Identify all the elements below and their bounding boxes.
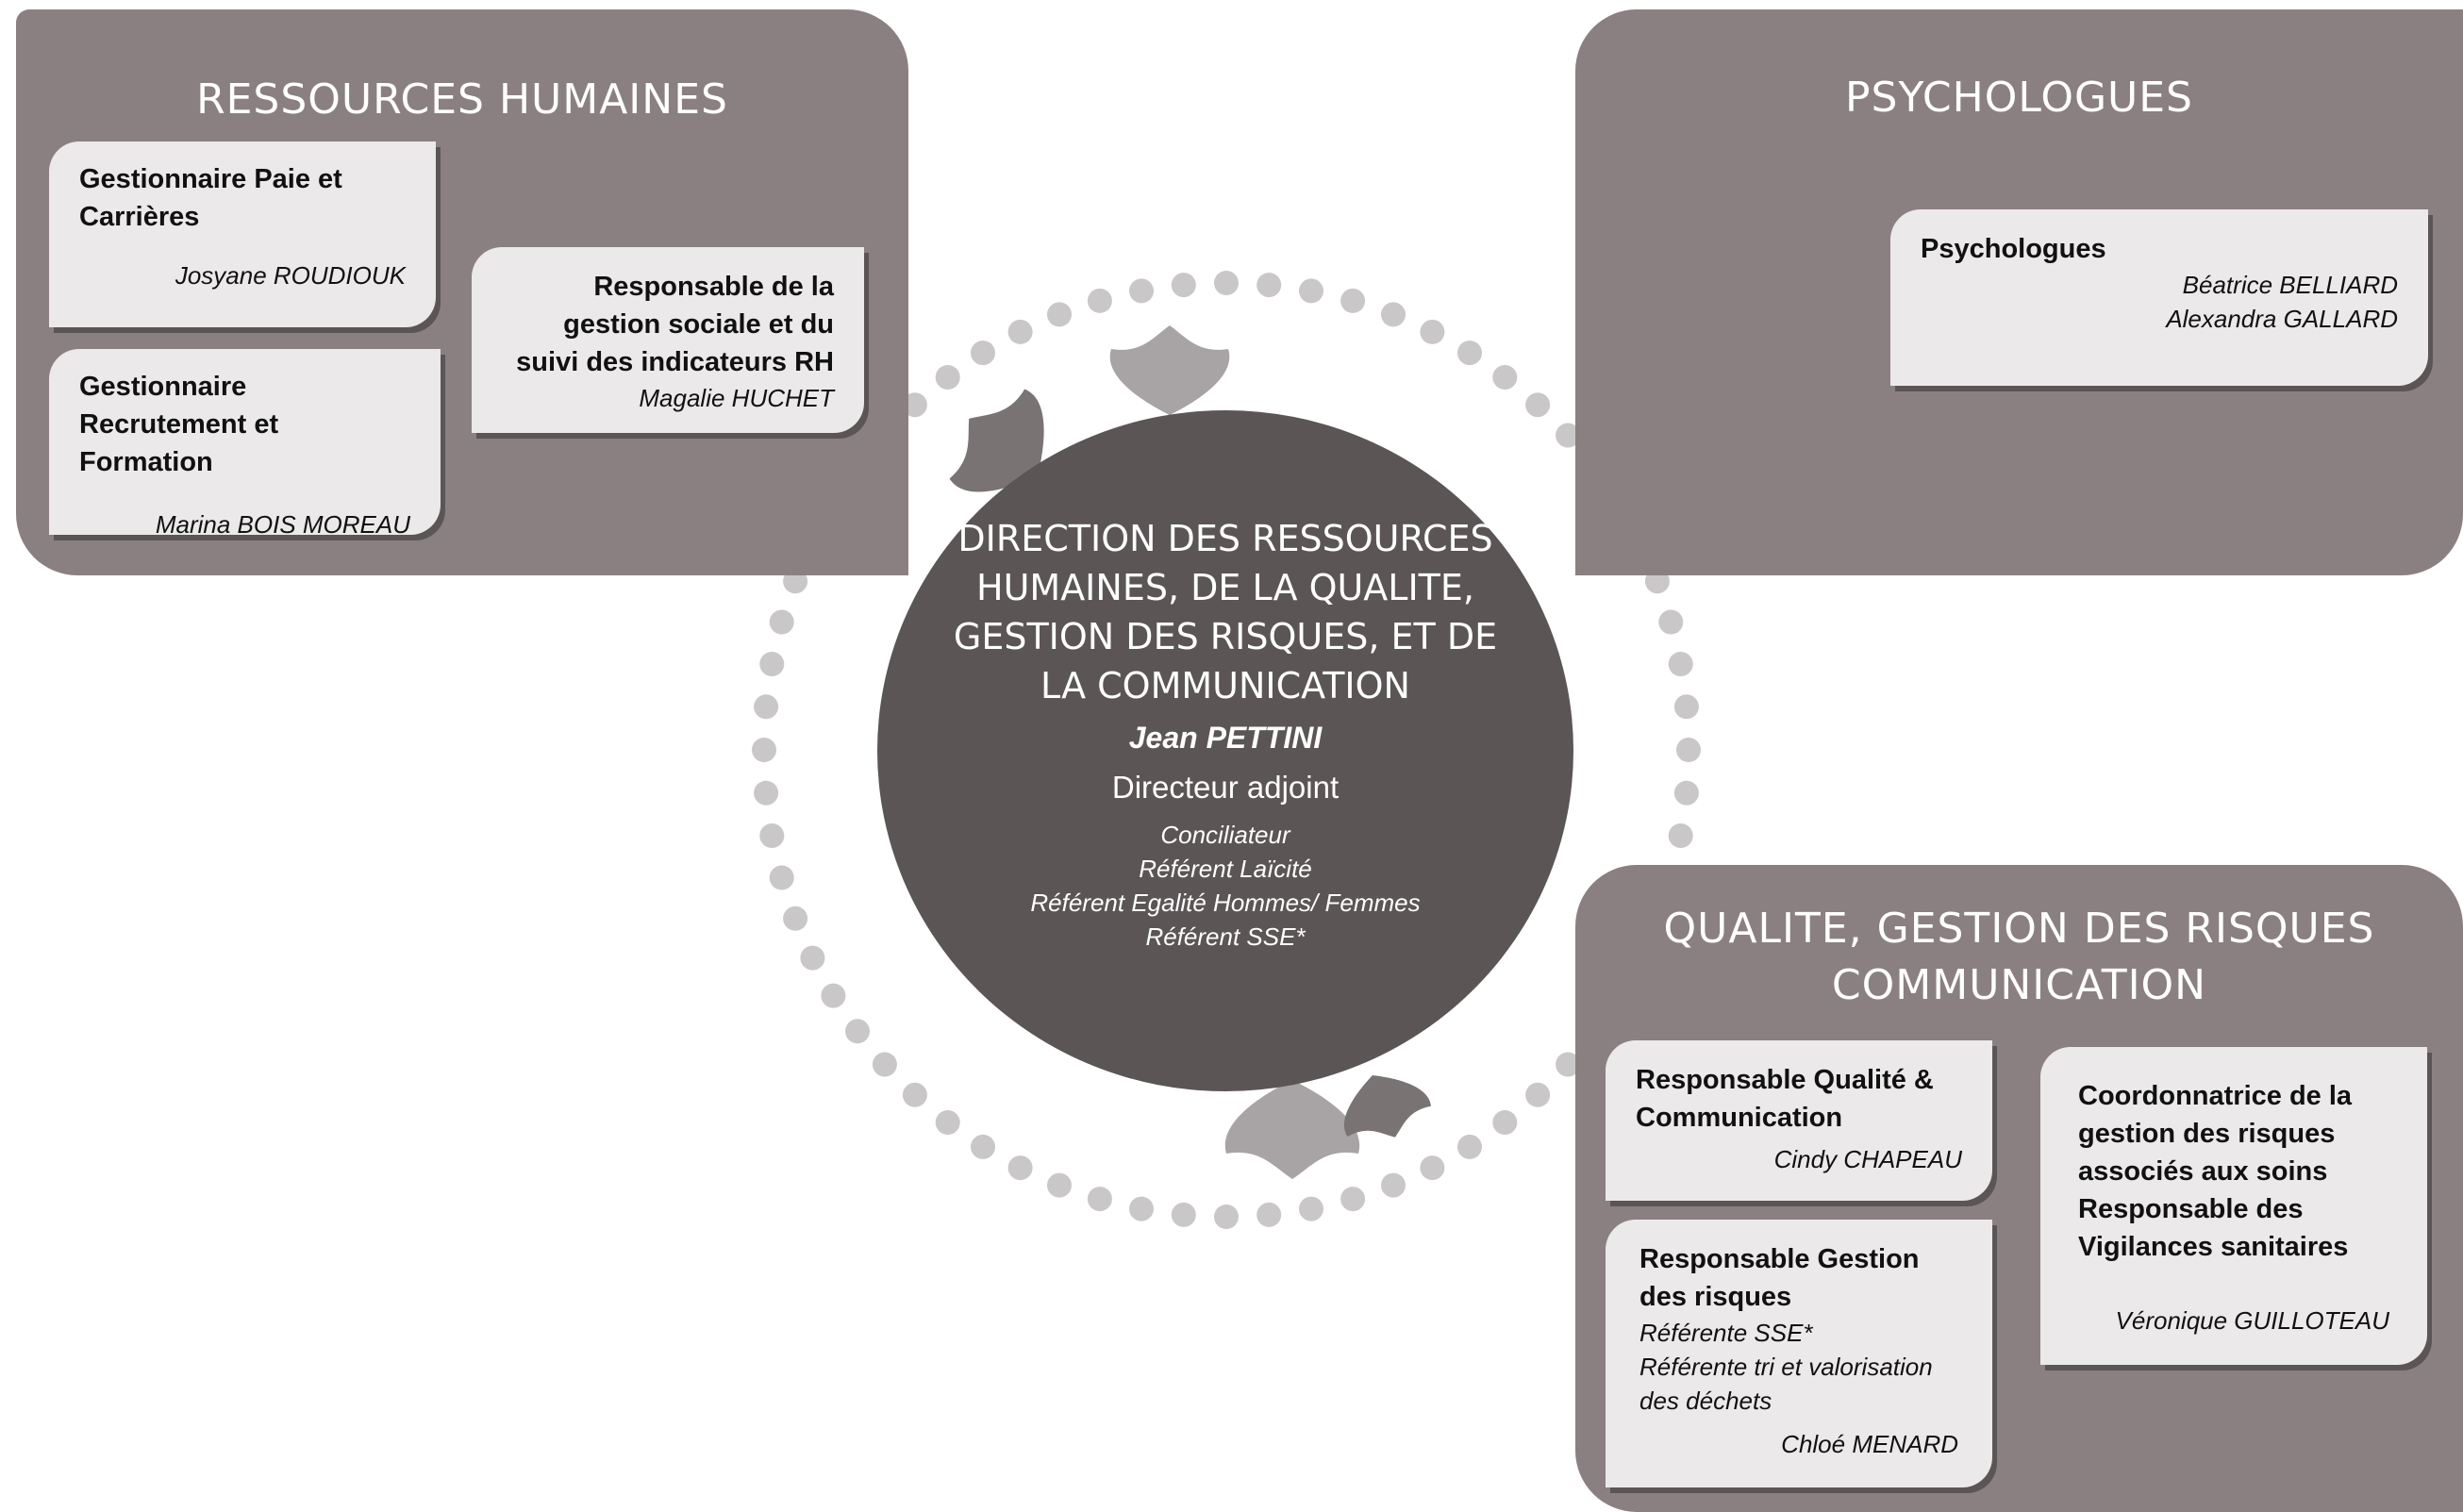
ginkgo-leaf-bottom-right: [1343, 1075, 1431, 1138]
ring-dot: [902, 1082, 927, 1107]
ring-dot: [754, 780, 779, 806]
ring-dot: [1299, 278, 1323, 304]
ring-dot: [754, 694, 779, 720]
ring-dot: [1457, 1134, 1482, 1159]
card-role: Gestionnaire Paie et Carrières: [79, 164, 342, 232]
card-gestionnaire-recrutement: Gestionnaire Recrutement et Formation Ma…: [49, 349, 441, 539]
card-responsable-gestion-sociale: Responsable de la gestion sociale et du …: [472, 247, 864, 433]
ring-dot: [971, 1134, 995, 1159]
card-person-name: Véronique GUILLOTEAU: [2115, 1306, 2389, 1335]
ring-dot: [1556, 1052, 1581, 1077]
ring-dot: [1381, 1172, 1406, 1198]
ring-dot: [759, 652, 785, 676]
card-role: Psychologues: [1921, 234, 2106, 264]
ring-dot: [1381, 302, 1406, 327]
card-psychologues: Psychologues Béatrice BELLIARD Alexandra…: [1890, 209, 2428, 386]
card-extra-line: Référente SSE*: [1639, 1319, 1813, 1347]
director-role: Directeur adjoint: [1111, 770, 1340, 805]
ring-dot: [1457, 341, 1482, 366]
ring-dot: [1007, 319, 1033, 344]
ring-dot: [1673, 694, 1699, 720]
ring-dot: [1087, 288, 1112, 313]
ring-dot: [783, 906, 808, 931]
card-person-name: Cindy CHAPEAU: [1773, 1145, 1962, 1173]
ring-dot: [1007, 1155, 1033, 1181]
ring-dot: [1556, 423, 1581, 448]
ring-dot: [1129, 1196, 1154, 1221]
card-person-name: Alexandra GALLARD: [2166, 305, 2398, 333]
card-extra-line: Référente tri et valorisation des déchet…: [1639, 1353, 1933, 1415]
ring-dot: [1171, 273, 1196, 298]
ring-dot: [1668, 823, 1693, 848]
ring-dot: [1087, 1187, 1112, 1212]
ring-dot: [1673, 780, 1699, 806]
card-person-name: Magalie HUCHET: [639, 384, 834, 412]
ring-dot: [1047, 1172, 1072, 1198]
card-gestionnaire-paie: Gestionnaire Paie et Carrières Josyane R…: [49, 141, 436, 327]
ring-dot: [1214, 271, 1239, 295]
ring-dot: [800, 945, 825, 971]
ring-dot: [1171, 1202, 1196, 1227]
panel-title-qgr-line1: QUALITE, GESTION DES RISQUES: [1663, 905, 2375, 953]
ring-dot: [902, 392, 927, 418]
director-extra-line: Référent Egalité Hommes/ Femmes: [1030, 889, 1421, 917]
ring-dot: [1492, 1110, 1518, 1135]
ring-dot: [1129, 278, 1154, 304]
ring-dot: [1420, 319, 1445, 344]
ring-dot: [1256, 273, 1282, 298]
ring-dot: [1525, 1082, 1551, 1107]
director-extra-line: Référent Laïcité: [1139, 855, 1312, 883]
ring-dot: [845, 1019, 870, 1044]
card-responsable-gestion-risques: Responsable Gestion des risques Référent…: [1606, 1220, 1992, 1487]
ring-dot: [935, 1110, 960, 1135]
ring-dot: [769, 865, 794, 890]
ring-dot: [1525, 392, 1551, 418]
ring-dot: [752, 738, 776, 762]
director-name: Jean PETTINI: [1128, 721, 1323, 755]
card-coordonnatrice-risques: Coordonnatrice de la gestion des risques…: [2040, 1047, 2427, 1365]
ring-dot: [1420, 1155, 1445, 1181]
card-person-name: Josyane ROUDIOUK: [175, 261, 406, 290]
ring-dot: [872, 1052, 897, 1077]
ring-dot: [1676, 738, 1701, 762]
ring-dot: [1340, 288, 1366, 313]
direction-title: DIRECTION DES RESSOURCES HUMAINES, DE LA…: [953, 518, 1498, 706]
ring-dot: [1492, 365, 1518, 390]
card-responsable-qualite: Responsable Qualité & Communication Cind…: [1606, 1040, 1992, 1201]
card-person-name: Chloé MENARD: [1781, 1430, 1958, 1458]
card-person-name: Béatrice BELLIARD: [2182, 271, 2398, 299]
ginkgo-leaf-top: [1109, 325, 1230, 415]
panel-title-rh: RESSOURCES HUMAINES: [196, 75, 728, 124]
ring-dot: [971, 341, 995, 366]
ring-dot: [759, 823, 785, 848]
card-role: Coordonnatrice de la gestion des risques…: [2078, 1081, 2353, 1262]
card-role: Responsable de la gestion sociale et du …: [516, 272, 834, 377]
ring-dot: [1214, 1205, 1239, 1229]
ring-dot: [1340, 1187, 1366, 1212]
card-role: Responsable Qualité & Communication: [1636, 1065, 1934, 1133]
director-extra-line: Référent SSE*: [1145, 922, 1306, 951]
direction-circle: DIRECTION DES RESSOURCES HUMAINES, DE LA…: [877, 410, 1573, 1091]
panel-title-psychologues: PSYCHOLOGUES: [1845, 74, 2193, 122]
ring-dot: [1668, 652, 1693, 676]
ring-dot: [935, 365, 960, 390]
panel-title-qgr-line2: COMMUNICATION: [1831, 961, 2207, 1009]
ring-dot: [1256, 1202, 1282, 1227]
ring-dot: [821, 983, 846, 1008]
ring-dot: [1047, 302, 1072, 327]
ginkgo-leaf-bottom: [1224, 1080, 1360, 1179]
ring-dot: [769, 609, 794, 635]
ring-dot: [1658, 609, 1684, 635]
card-role: Responsable Gestion des risques: [1639, 1244, 1920, 1312]
card-person-name: Marina BOIS MOREAU: [155, 510, 410, 539]
ginkgo-leaf-left: [949, 389, 1044, 492]
director-extra-line: Conciliateur: [1160, 821, 1290, 849]
card-role: Gestionnaire Recrutement et Formation: [79, 372, 279, 477]
ring-dot: [1299, 1196, 1323, 1221]
